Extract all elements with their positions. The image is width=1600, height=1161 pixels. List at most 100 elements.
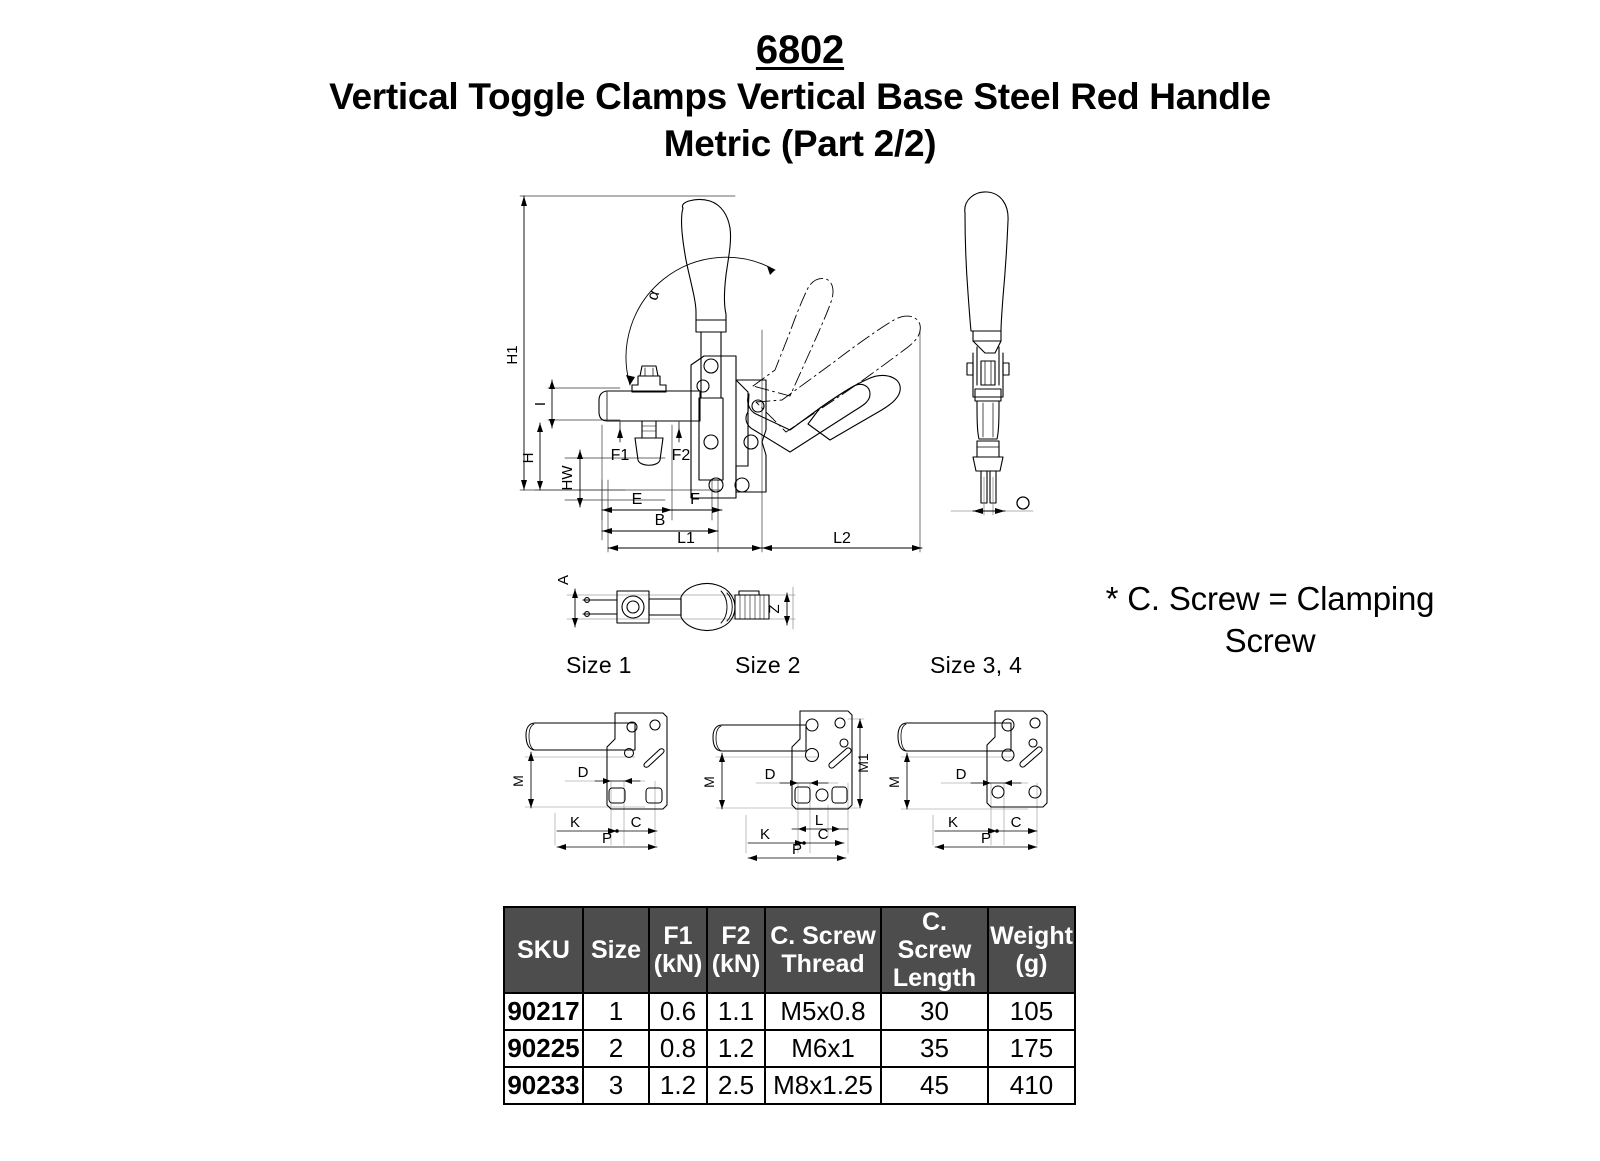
table-row: 90233 3 1.2 2.5 M8x1.25 45 410 [503,1066,1076,1105]
dim-label-L: L [815,812,823,829]
note-line-1: * C. Screw = Clamping [1105,580,1435,617]
dim-label-I: I [532,402,549,406]
cell-screw-length: 30 [880,992,989,1031]
size-caption-3-4: Size 3, 4 [930,652,1023,678]
table-body: 90217 1 0.6 1.1 M5x0.8 30 105 90225 2 0.… [503,992,1076,1105]
main-view-svg: H1 I H HW α [504,195,923,553]
size-caption-2: Size 2 [735,652,801,678]
cell-f2: 2.5 [706,1066,766,1105]
top-view-drawing: A [545,555,825,655]
cell-screw-thread: M6x1 [764,1029,882,1068]
dim-label-D: D [956,766,967,783]
column-header-screw-length: C. Screw Length [880,906,989,994]
cell-size: 2 [582,1029,650,1068]
dim-label-D: D [578,764,589,781]
dim-label-C: C [631,814,642,831]
header-f2-label: F2 [721,922,751,950]
cell-weight: 410 [987,1066,1076,1105]
table-header: SKU Size F1 (kN) F2 (kN) C. Screw [503,906,1076,994]
front-view-svg: O [950,191,1034,516]
dim-label-M: M [510,775,526,787]
table-row: 90217 1 0.6 1.1 M5x0.8 30 105 [503,992,1076,1031]
dim-label-O: O [1023,506,1024,508]
cell-sku: 90225 [503,1029,584,1068]
dim-label-C: C [1011,814,1022,831]
dim-label-K: K [948,814,958,831]
cell-size: 1 [582,992,650,1031]
table-header-row: SKU Size F1 (kN) F2 (kN) C. Screw [503,906,1076,994]
cell-f1: 0.6 [648,992,708,1031]
dim-label-L1: L1 [677,530,695,547]
dim-label-F1: F1 [611,447,630,464]
dim-label-M: M [701,776,717,788]
cell-f2: 1.1 [706,992,766,1031]
dim-label-H: H [520,453,537,464]
header-weight-unit: (g) [1015,950,1048,978]
front-view-drawing: O [915,185,1065,530]
product-name-title-line2: Metric (Part 2/2) [663,123,937,165]
header-length-label-top: C. Screw [897,908,972,964]
header-f1-unit: (kN) [653,950,703,978]
specification-table: SKU Size F1 (kN) F2 (kN) C. Screw [503,906,1076,1105]
dim-label-P: P [981,830,991,847]
dim-label-M: M [886,776,902,788]
base-view-size-1-drawing: M D K C P [495,695,685,860]
cell-weight: 105 [987,992,1076,1031]
dim-label-M1: M1 [855,753,871,773]
cell-f1: 0.8 [648,1029,708,1068]
base-view-size-3-4-drawing: M D K C P [873,695,1068,860]
specification-table-wrapper: SKU Size F1 (kN) F2 (kN) C. Screw [503,906,1076,1105]
cell-screw-thread: M8x1.25 [764,1066,882,1105]
base-view-1-svg: M D K C P [510,712,668,850]
cell-screw-length: 35 [880,1029,989,1068]
column-header-f1: F1 (kN) [648,906,708,994]
header-thread-label-top: C. Screw [770,922,876,950]
column-header-sku: SKU [503,906,584,994]
cell-sku: 90217 [503,992,584,1031]
base-view-3-4-svg: M D K C P [886,710,1048,850]
table-row: 90225 2 0.8 1.2 M6x1 35 175 [503,1029,1076,1068]
cell-weight: 175 [987,1029,1076,1068]
cell-f1: 1.2 [648,1066,708,1105]
dim-label-E: E [632,491,643,508]
top-view-svg: A [555,575,796,632]
main-side-view-drawing: H1 I H HW α [490,180,960,565]
column-header-screw-thread: C. Screw Thread [764,906,882,994]
dim-label-K: K [760,826,770,843]
cell-sku: 90233 [503,1066,584,1105]
dim-label-P: P [602,830,612,847]
dim-label-P: P [792,841,802,858]
dim-label-A: A [555,575,572,585]
header-thread-label-bottom: Thread [781,950,865,978]
header-sku-label: SKU [517,936,570,964]
dim-label-F2: F2 [672,447,691,464]
size-caption-1: Size 1 [566,652,632,678]
header-f1-label: F1 [663,922,693,950]
header-f2-unit: (kN) [711,950,761,978]
column-header-f2: F2 (kN) [706,906,766,994]
dim-label-H1: H1 [504,345,521,364]
header-length-label-bottom: Length [892,964,977,992]
cell-f2: 1.2 [706,1029,766,1068]
dim-label-D: D [765,766,776,783]
column-header-size: Size [582,906,650,994]
base-view-2-svg: M M1 D L K [701,710,871,861]
cell-screw-thread: M5x0.8 [764,992,882,1031]
dim-label-C: C [818,826,829,843]
product-name-title-line1: Vertical Toggle Clamps Vertical Base Ste… [329,75,1271,117]
dim-label-K: K [570,814,580,831]
dim-label-B: B [655,512,666,529]
dim-label-HW: HW [559,465,576,491]
dim-label-Z: Z [766,604,783,613]
dim-label-F: F [690,491,700,508]
header-size-label: Size [590,936,642,964]
header-weight-label: Weight [990,922,1073,950]
product-code-title: 6802 [755,28,845,72]
page-title-block: 6802 Vertical Toggle Clamps Vertical Bas… [0,28,1600,168]
column-header-weight: Weight (g) [987,906,1076,994]
note-line-2: Screw [1224,621,1316,659]
clamping-screw-note: * C. Screw = Clamping Screw [1045,578,1495,662]
cell-size: 3 [582,1066,650,1105]
dim-label-L2: L2 [833,530,851,547]
